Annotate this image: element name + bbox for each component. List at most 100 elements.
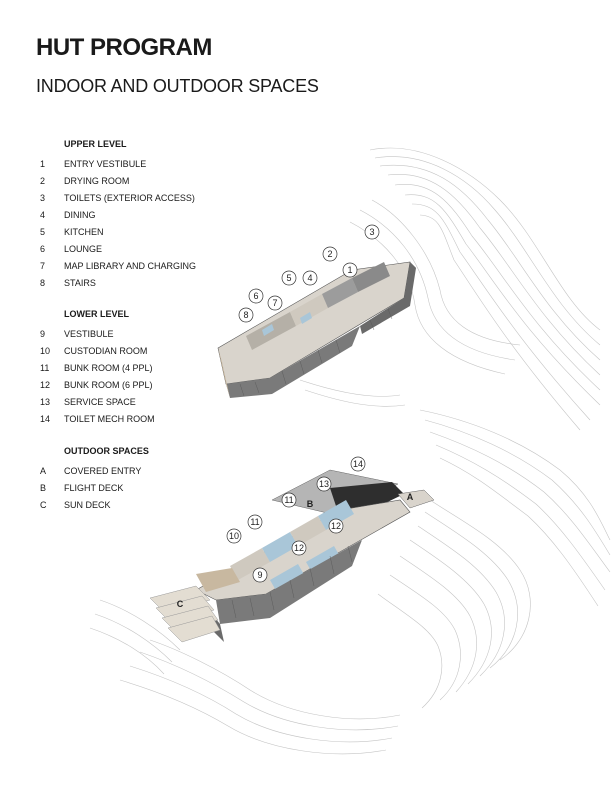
callout-label: 13 [319,479,329,489]
callout-circle [267,295,283,311]
legend-key: 7 [40,260,46,271]
legend-label: COVERED ENTRY [64,465,142,476]
callout-label: 12 [294,543,304,553]
sun-deck [196,568,240,592]
topographic-contours [89,147,611,755]
legend-key: 12 [40,379,51,390]
legend-key: 9 [40,328,46,339]
room-callout: 14 [350,456,366,472]
legend-key: 6 [40,243,46,254]
room-callout: 7 [267,295,283,311]
callout-label: 5 [286,273,291,283]
callout-circle [247,514,263,530]
legend-label: STAIRS [64,277,96,288]
legend-key: 11 [40,362,50,373]
legend-key: 1 [40,158,46,169]
legend-key: B [40,482,47,493]
lower-bunk-room [270,564,306,594]
callout-circle [350,456,366,472]
upper-kitchen [322,278,358,308]
callout-label: 7 [272,298,277,308]
room-callout: 1 [342,262,358,278]
legend-heading: OUTDOOR SPACES [64,446,149,456]
callout-label: A [407,492,414,502]
room-callout: 11 [247,514,263,530]
legend-key: 14 [40,413,51,424]
legend-label: MAP LIBRARY AND CHARGING [64,260,197,271]
callout-label: 14 [353,459,363,469]
legend-label: SUN DECK [64,499,111,510]
lower-bunk-room [262,532,298,562]
legend-label: TOILET MECH ROOM [64,413,155,424]
legend-key: 13 [40,396,51,407]
upper-cladding-wall [360,262,416,334]
room-callout: 4 [302,270,318,286]
callout-label: B [307,499,314,509]
legend-heading: UPPER LEVEL [64,139,127,149]
callout-label: 2 [327,249,332,259]
callout-circle [238,307,254,323]
callout-circle [302,270,318,286]
callout-circle [281,492,297,508]
callout-circle [291,540,307,556]
callout-label: 12 [331,521,341,531]
callout-label: 6 [253,291,258,301]
legend-label: KITCHEN [64,226,104,237]
legend-heading: LOWER LEVEL [64,309,129,319]
lower-bunk-room [318,500,354,530]
page-subtitle: INDOOR AND OUTDOOR SPACES [36,76,319,96]
room-callout: 9 [252,567,268,583]
legend-item: 8 STAIRS [40,274,260,291]
upper-dining [290,294,328,326]
legend-key: 8 [40,277,46,288]
callout-label: 3 [369,227,374,237]
lower-cladding-wall [216,540,362,624]
room-callout: 12 [328,518,344,534]
upper-table [300,312,312,324]
upper-cladding-wall [226,326,360,398]
callout-circle [248,288,264,304]
sun-deck-steps [149,585,221,643]
callout-label: 8 [243,310,248,320]
legend-item: 7 MAP LIBRARY AND CHARGING [40,257,260,274]
lower-bunk-room [290,516,326,546]
upper-end-wall [218,348,230,398]
room-callout: 12 [291,540,307,556]
legend-label: CUSTODIAN ROOM [64,345,148,356]
legend-label: LOUNGE [64,243,103,254]
callout-circle [364,224,380,240]
legend-label: DINING [64,209,96,220]
legend-item: 12 BUNK ROOM (6 PPL) [40,376,260,393]
legend-key: C [40,499,47,510]
upper-table [262,324,274,336]
legend-item: 13 SERVICE SPACE [40,393,260,410]
legend-key: 3 [40,192,46,203]
covered-entry-deck [397,489,435,509]
lower-custodian-room [230,548,270,580]
callout-label: 1 [347,265,352,275]
callout-label: 9 [257,570,262,580]
legend-item: 14 TOILET MECH ROOM [40,410,260,427]
legend-label: BUNK ROOM (6 PPL) [64,379,153,390]
room-callout: 5 [281,270,297,286]
legend-label: SERVICE SPACE [64,396,136,407]
outdoor-space-label: B [307,499,314,509]
callout-circle [316,476,332,492]
callout-circle [342,262,358,278]
room-callout: 8 [238,307,254,323]
room-callout: 6 [248,288,264,304]
legend-label: ENTRY VESTIBULE [64,158,147,169]
legend-item: 6 LOUNGE [40,240,260,257]
room-callout: 10 [226,528,242,544]
legend-item: C SUN DECK [40,496,260,513]
